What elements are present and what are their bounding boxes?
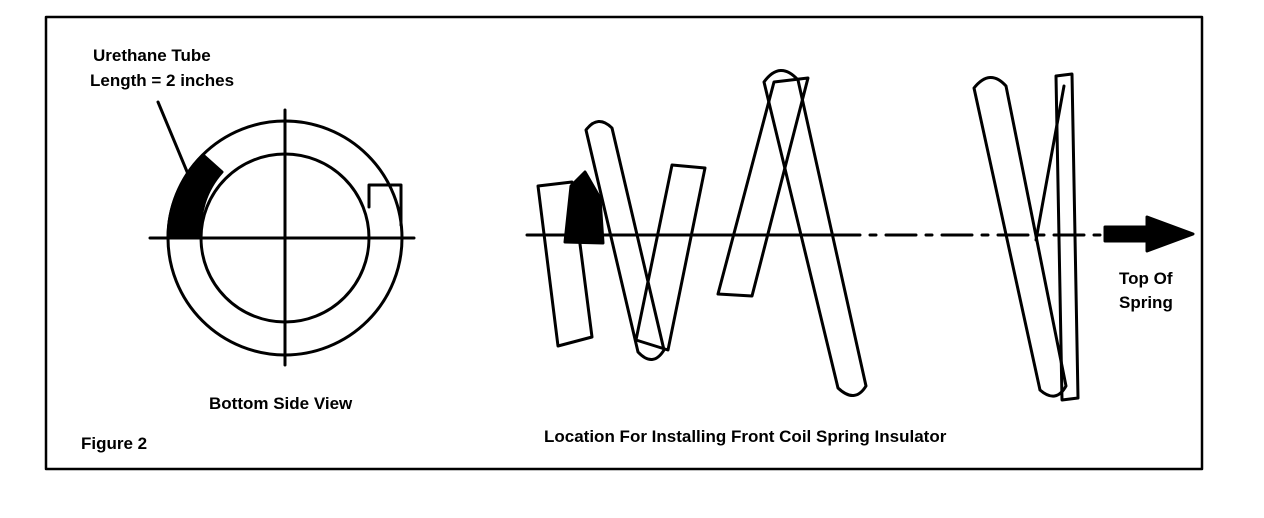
figure-label: Figure 2 (81, 434, 148, 453)
spring-coil-7-edge (1034, 84, 1066, 242)
coil-spring-view (525, 69, 1195, 402)
spring-coil-5 (762, 69, 868, 397)
top-arrow-shaft (1103, 225, 1151, 243)
spring-coil-4 (716, 76, 810, 298)
top-of-spring-label-line-1: Top Of (1119, 269, 1173, 288)
bottom-side-view-caption: Bottom Side View (209, 394, 353, 413)
spring-coil-7 (1054, 72, 1080, 402)
spring-location-caption: Location For Installing Front Coil Sprin… (544, 427, 947, 446)
spring-coil-3 (634, 163, 707, 352)
spring-coil-1 (536, 180, 594, 348)
insulator-tab (367, 183, 403, 227)
figure-frame (44, 15, 1204, 471)
spring-coil-6 (972, 76, 1068, 398)
top-arrow-head (1145, 215, 1195, 253)
top-of-spring-label-line-2: Spring (1119, 293, 1173, 312)
callout-leader-line (156, 100, 190, 176)
bottom-side-view (148, 100, 416, 367)
callout-label-line-2: Length = 2 inches (90, 71, 235, 90)
callout-label-line-1: Urethane Tube (93, 46, 211, 65)
